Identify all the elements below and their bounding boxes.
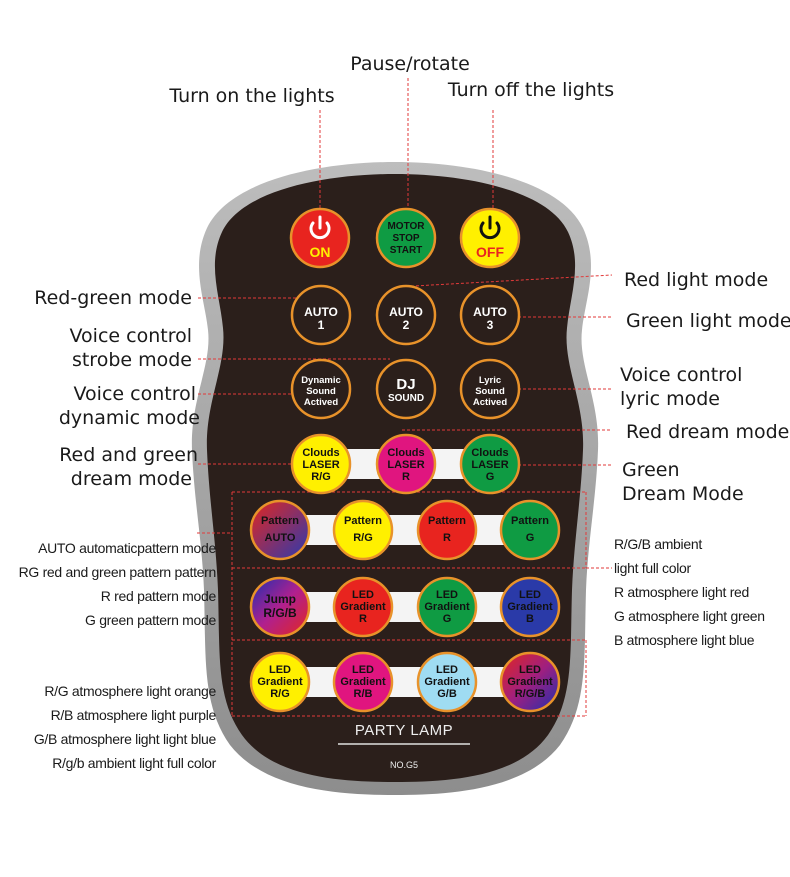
- callout-auto-pattern: AUTO automaticpattern mode: [38, 540, 216, 556]
- callout-gb-blue: G/B atmosphere light light blue: [33, 731, 216, 747]
- callout-green-light: Green light mode: [626, 310, 790, 332]
- pattern-rg-button[interactable]: [332, 499, 394, 561]
- callout-rg-pattern: RG red and green pattern pattern: [18, 564, 217, 580]
- jump-rgb-button[interactable]: [249, 576, 311, 638]
- brand-label: PARTY LAMP: [354, 722, 454, 739]
- clouds-laser-rg-button[interactable]: [290, 433, 352, 495]
- callout-rg-dream-1: Red and green: [59, 444, 198, 466]
- lyric-sound-button[interactable]: [459, 358, 521, 420]
- callout-green-dream-1: Green: [622, 459, 680, 481]
- callout-rgb-ambient-2: light full color: [614, 560, 691, 576]
- power-icon: [479, 215, 501, 240]
- callout-rg-dream-2: dream mode: [70, 468, 192, 490]
- led-gradient-rg-button[interactable]: [249, 651, 311, 713]
- callout-rg-orange: R/G atmosphere light orange: [44, 683, 216, 699]
- callout-voice-lyric-2: lyric mode: [620, 388, 720, 410]
- callout-voice-dynamic-1: Voice control: [73, 383, 196, 405]
- auto1-button[interactable]: [290, 284, 352, 346]
- callout-voice-lyric-1: Voice control: [620, 364, 743, 386]
- auto3-button[interactable]: [459, 284, 521, 346]
- led-gradient-rb-button[interactable]: [332, 651, 394, 713]
- callout-b-atmos: B atmosphere light blue: [614, 632, 755, 648]
- pattern-auto-button[interactable]: [249, 499, 311, 561]
- clouds-laser-g-button[interactable]: [459, 433, 521, 495]
- dynamic-sound-button[interactable]: [290, 358, 352, 420]
- clouds-laser-r-button[interactable]: [375, 433, 437, 495]
- led-gradient-b-button[interactable]: [499, 576, 561, 638]
- callout-pause-rotate: Pause/rotate: [350, 53, 470, 75]
- callout-turn-off: Turn off the lights: [447, 79, 615, 101]
- led-gradient-r-button[interactable]: [332, 576, 394, 638]
- callout-voice-strobe-1: Voice control: [69, 325, 192, 347]
- power-icon: [309, 215, 331, 240]
- pattern-g-button[interactable]: [499, 499, 561, 561]
- callout-rgb-ambient-1: R/G/B ambient: [614, 536, 702, 552]
- callout-turn-on: Turn on the lights: [169, 85, 335, 107]
- callout-red-green: Red-green mode: [34, 287, 192, 309]
- callout-r-pattern: R red pattern mode: [100, 588, 217, 604]
- dj-sound-button[interactable]: [375, 358, 437, 420]
- callout-g-pattern: G green pattern mode: [85, 612, 216, 628]
- pattern-r-button[interactable]: [416, 499, 478, 561]
- led-gradient-rgb-button[interactable]: [499, 651, 561, 713]
- auto2-button[interactable]: [375, 284, 437, 346]
- callout-red-dream: Red dream mode: [626, 421, 790, 443]
- callout-g-atmos: G atmosphere light green: [614, 608, 765, 624]
- led-gradient-gb-button[interactable]: [416, 651, 478, 713]
- motor-button[interactable]: [375, 207, 437, 269]
- callout-rb-purple: R/B atmosphere light purple: [50, 707, 217, 723]
- callout-r-atmos: R atmosphere light red: [614, 584, 750, 600]
- callout-voice-strobe-2: strobe mode: [71, 349, 192, 371]
- led-gradient-g-button[interactable]: [416, 576, 478, 638]
- model-label: NO.G5: [389, 760, 418, 770]
- callout-rgb-full: R/g/b ambient light full color: [52, 755, 216, 771]
- callout-green-dream-2: Dream Mode: [622, 483, 744, 505]
- callout-red-light: Red light mode: [624, 269, 769, 291]
- callout-voice-dynamic-2: dynamic mode: [58, 407, 200, 429]
